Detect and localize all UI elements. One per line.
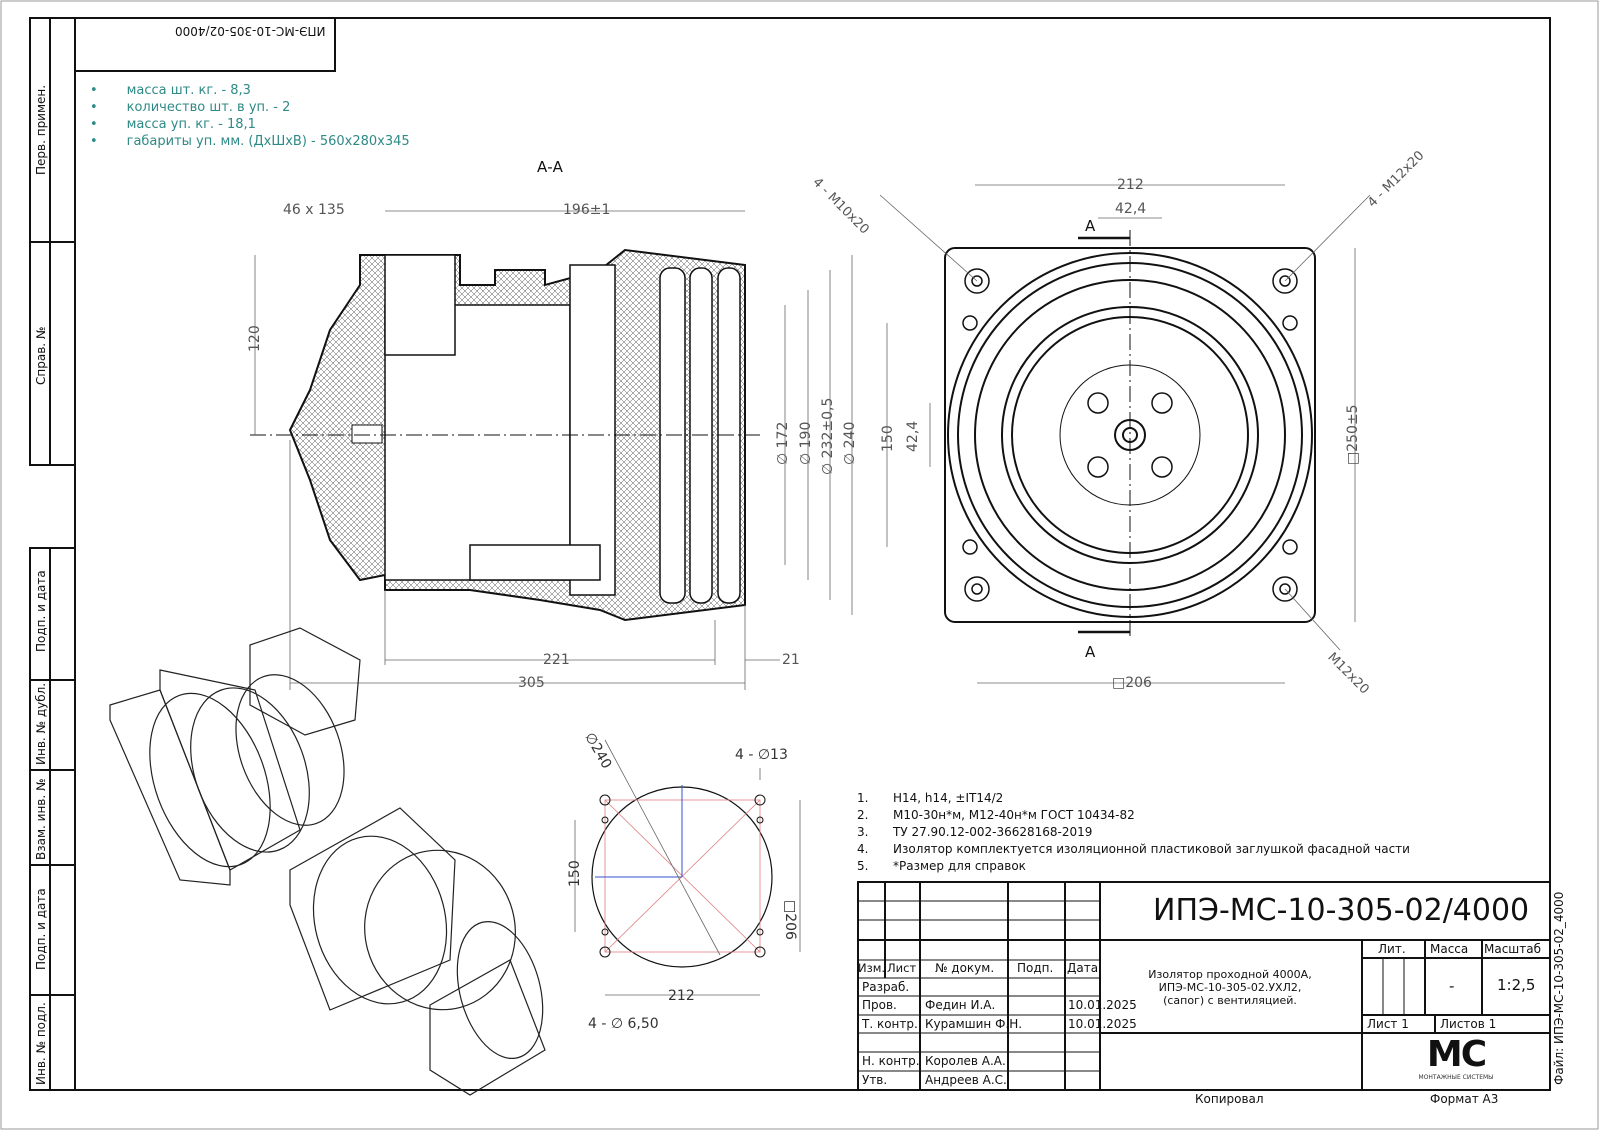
drawing-designation: ИПЭ-МС-10-305-02/4000 — [1153, 893, 1530, 928]
side-label: Подп. и дата — [34, 570, 48, 652]
note-text: ТУ 27.90.12-002-36628168-2019 — [893, 825, 1093, 839]
dim-120: 120 — [247, 325, 263, 352]
dim-46x135: 46 x 135 — [283, 202, 345, 218]
note-text: H14, h14, ±IT14/2 — [893, 791, 1004, 805]
dim-d232: ∅ 232±0,5 — [820, 397, 836, 475]
logo-subtitle: МОНТАЖНЫЕ СИСТЕМЫ — [1418, 1074, 1494, 1081]
sheets-total: Листов 1 — [1440, 1017, 1497, 1031]
dim-42-4-vertical: 42,4 — [905, 420, 921, 452]
dim-42-4: 42,4 — [1115, 201, 1147, 217]
note-item: 2. M10-30н*м, M12-40н*м ГОСТ 10434-82 — [857, 808, 1410, 825]
spec-text: масса уп. кг. - 18,1 — [126, 117, 256, 132]
header-izm: Изм. — [858, 961, 886, 975]
dim-flange-212: 212 — [668, 988, 695, 1004]
copied-label: Копировал — [1195, 1092, 1264, 1106]
file-name: Файл: ИПЭ-МС-10-305-02_4000 — [1552, 891, 1566, 1085]
note-number: 2. — [857, 808, 869, 822]
spec-text: масса шт. кг. - 8,3 — [126, 83, 251, 98]
dim-flange-206: □206 — [782, 900, 798, 940]
note-text: M10-30н*м, M12-40н*м ГОСТ 10434-82 — [893, 808, 1135, 822]
section-label: А-А — [537, 158, 563, 176]
technical-notes: 1. H14, h14, ±IT14/2 2. M10-30н*м, M12-40н… — [857, 791, 1410, 876]
section-view-a-a — [250, 248, 760, 622]
spec-item: • количество шт. в уп. - 2 — [90, 100, 291, 115]
side-label: Подп. и дата — [34, 888, 48, 970]
role-label: Пров. — [862, 998, 897, 1012]
isometric-view-back — [109, 627, 361, 886]
note-text: *Размер для справок — [893, 859, 1026, 873]
logo-mark: МС — [1426, 1034, 1487, 1075]
spec-text: габариты уп. мм. (ДхШхВ) - 560x280x345 — [126, 134, 410, 149]
dim-d190: ∅ 190 — [798, 421, 814, 465]
note-text: Изолятор комплектуется изоляционной плас… — [893, 842, 1410, 856]
dim-221: 221 — [543, 652, 570, 668]
dim-21: 21 — [782, 652, 800, 668]
sign-date: 10.01.2025 — [1068, 1017, 1137, 1031]
spec-item: • масса шт. кг. - 8,3 — [90, 83, 251, 98]
role-label: Т. контр. — [862, 1017, 918, 1031]
signer-name: Курамшин Ф.Н. — [925, 1017, 1023, 1031]
dim-flange-6-50: 4 - ∅ 6,50 — [588, 1016, 659, 1032]
side-label: Справ. № — [34, 326, 48, 385]
dim-250: □250±5 — [1345, 404, 1361, 465]
drawing-frame — [74, 17, 1551, 1091]
header-doc: № докум. — [935, 961, 995, 975]
side-strip — [29, 17, 336, 1091]
note-number: 3. — [857, 825, 869, 839]
dim-196: 196±1 — [563, 202, 611, 218]
header-date: Дата — [1067, 961, 1099, 975]
mass-label: Масса — [1430, 942, 1469, 956]
section-dimensions — [254, 210, 853, 690]
note-item: 3. ТУ 27.90.12-002-36628168-2019 — [857, 825, 1410, 842]
header-list: Лист — [887, 961, 917, 975]
note-number: 5. — [857, 859, 869, 873]
note-number: 1. — [857, 791, 869, 805]
cut-label-top: А — [1085, 217, 1096, 235]
flange-diagram — [574, 739, 801, 996]
spec-item: • масса уп. кг. - 18,1 — [90, 117, 256, 132]
scale-label: Масштаб — [1484, 942, 1542, 956]
package-specs-list: • масса шт. кг. - 8,3 • количество шт. в… — [90, 83, 410, 151]
front-dimensions — [879, 184, 1371, 684]
scale-value: 1:2,5 — [1497, 976, 1536, 994]
mass-value: - — [1449, 977, 1455, 995]
lit-label: Лит. — [1378, 942, 1406, 956]
side-label: Инв. № дубл. — [34, 682, 48, 765]
role-label: Разраб. — [862, 980, 910, 994]
side-label: Инв. № подл. — [34, 1002, 48, 1085]
format-label: Формат А3 — [1430, 1092, 1499, 1106]
signer-name: Федин И.А. — [925, 998, 996, 1012]
dim-150: 150 — [880, 425, 896, 452]
note-item: 5. *Размер для справок — [857, 859, 1410, 876]
sheet-number: Лист 1 — [1367, 1017, 1409, 1031]
side-label: Перв. примен. — [34, 84, 48, 175]
signer-name: Королев А.А. — [925, 1054, 1006, 1068]
dim-d240: ∅ 240 — [842, 421, 858, 465]
cut-label-bottom: А — [1085, 643, 1096, 661]
dim-305: 305 — [518, 675, 545, 691]
isometric-view-front — [289, 807, 546, 1096]
product-name: Изолятор проходной 4000А, ИПЭ-МС-10-305-… — [1148, 968, 1312, 1007]
front-view — [944, 230, 1316, 640]
role-label: Утв. — [862, 1073, 888, 1087]
dim-flange-13: 4 - ∅13 — [735, 747, 788, 763]
company-logo: МС МОНТАЖНЫЕ СИСТЕМЫ — [1400, 1034, 1512, 1082]
note-item: 4. Изолятор комплектуется изоляционной пл… — [857, 842, 1410, 859]
rotated-designation-stamp: ИПЭ-МС-10-305-02/4000 — [175, 24, 326, 38]
spec-text: количество шт. в уп. - 2 — [126, 100, 291, 115]
note-number: 4. — [857, 842, 869, 856]
dim-d172: ∅ 172 — [775, 421, 791, 465]
dim-flange-150: 150 — [567, 860, 583, 887]
title-block-grid — [857, 881, 1551, 1091]
note-item: 1. H14, h14, ±IT14/2 — [857, 791, 1410, 808]
role-label: Н. контр. — [862, 1054, 920, 1068]
signer-name: Андреев А.С. — [925, 1073, 1007, 1087]
dim-212: 212 — [1117, 177, 1144, 193]
sign-date: 10.01.2025 — [1068, 998, 1137, 1012]
header-sign: Подп. — [1017, 961, 1054, 975]
spec-item: • габариты уп. мм. (ДхШхВ) - 560x280x345 — [90, 134, 410, 149]
side-label: Взам. инв. № — [34, 778, 48, 860]
dim-206: □206 — [1112, 675, 1152, 691]
